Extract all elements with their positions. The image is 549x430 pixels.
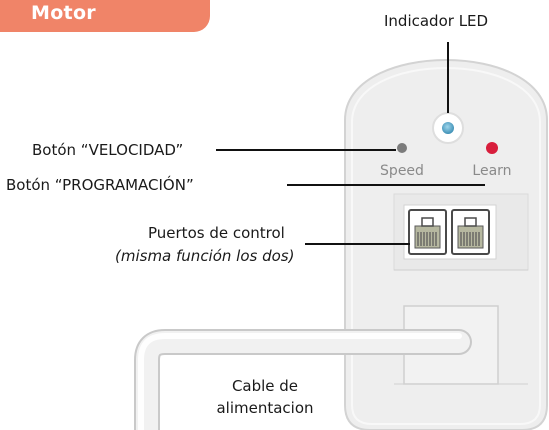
section-tab-label: Motor	[31, 2, 96, 24]
power-cable	[134, 329, 472, 430]
label-led-indicator: Indicador LED	[384, 12, 489, 30]
label-control-ports: Puertos de control	[148, 224, 285, 242]
label-control-ports-note: (misma función los dos)	[115, 247, 295, 265]
learn-button-dot[interactable]	[486, 142, 498, 154]
label-power-cable-line2: alimentacion	[216, 399, 314, 417]
control-port-right[interactable]	[451, 209, 490, 255]
label-speed-button: Botón “VELOCIDAD”	[32, 141, 184, 159]
label-power-cable-line1: Cable de	[231, 377, 299, 395]
leader-lines	[216, 42, 485, 245]
section-tab: Motor	[0, 0, 210, 32]
speed-button-label: Speed	[380, 163, 424, 179]
label-learn-button: Botón “PROGRAMACIÓN”	[6, 176, 194, 194]
control-port-left[interactable]	[408, 209, 447, 255]
learn-button-label: Learn	[472, 163, 511, 179]
speed-button-dot[interactable]	[397, 143, 407, 153]
led-indicator	[432, 112, 464, 144]
